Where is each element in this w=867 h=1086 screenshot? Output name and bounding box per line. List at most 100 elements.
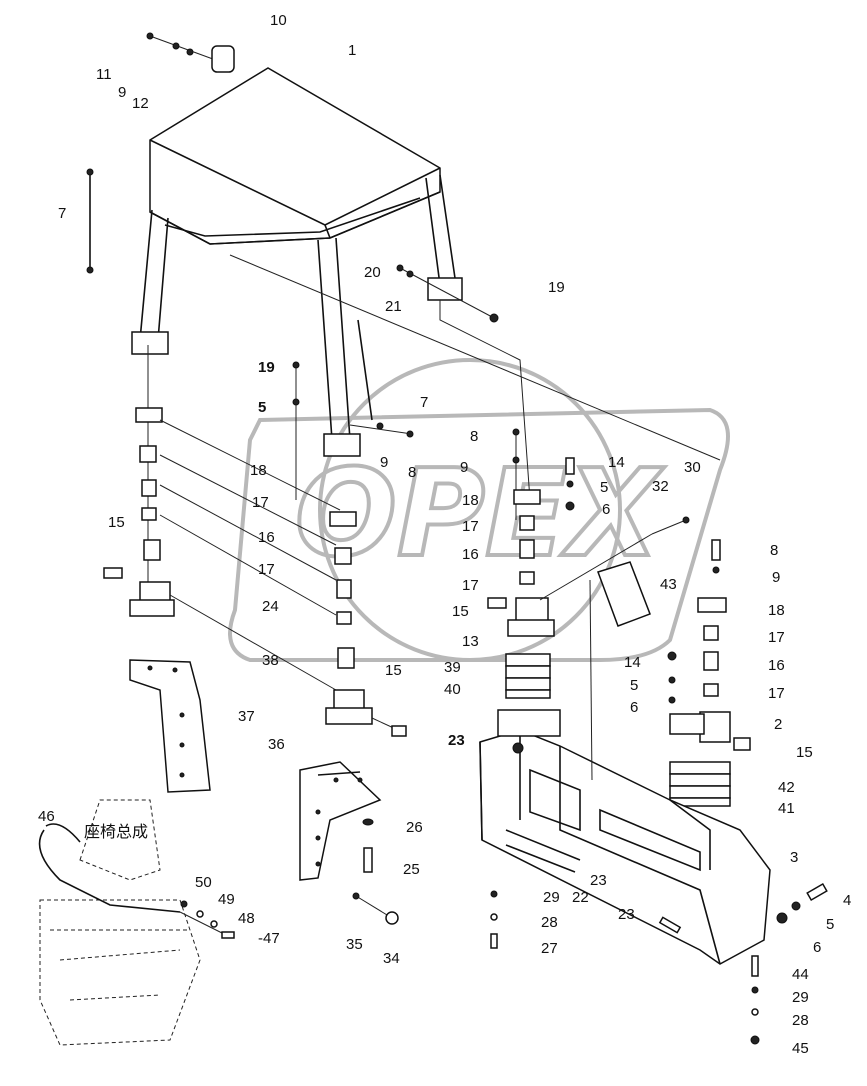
callout-c19b: 19 [258, 359, 275, 376]
callout-c4: 4 [843, 892, 851, 909]
callout-c32: 32 [652, 478, 669, 495]
callout-c17a: 17 [252, 494, 269, 511]
callout-c21: 21 [385, 298, 402, 315]
callout-c23b: 23 [590, 872, 607, 889]
callout-c43: 43 [660, 576, 677, 593]
cushion-block-41-42 [669, 761, 731, 807]
callout-c10: 10 [270, 12, 287, 29]
callout-c15a: 15 [108, 514, 125, 531]
callout-c8c: 8 [770, 542, 778, 559]
callout-c16b: 16 [462, 546, 479, 563]
watermark: OPEX [228, 358, 730, 662]
plate-43 [597, 561, 651, 627]
callout-c48: 48 [238, 910, 255, 927]
callout-c18b: 18 [462, 492, 479, 509]
bracket-37 [129, 659, 211, 793]
callout-c16c: 16 [768, 657, 785, 674]
callout-c5c: 5 [630, 677, 638, 694]
callout-c17f: 17 [768, 685, 785, 702]
middle-damper-stack [292, 361, 407, 737]
callout-c39: 39 [444, 659, 461, 676]
callout-c5a: 5 [258, 399, 266, 416]
top-bolt-set [146, 32, 235, 73]
callout-c18c: 18 [768, 602, 785, 619]
cushion-block-39-40 [505, 653, 551, 699]
callout-c18a: 18 [250, 462, 267, 479]
callout-c37: 37 [238, 708, 255, 725]
callout-c17b: 17 [462, 518, 479, 535]
right-damper-stack [667, 539, 751, 751]
base-bolts-right [750, 955, 760, 1045]
callout-c13: 13 [462, 633, 479, 650]
callout-c1: 1 [348, 42, 356, 59]
callout-c16a: 16 [258, 529, 275, 546]
callout-c38: 38 [262, 652, 279, 669]
callout-c42: 42 [778, 779, 795, 796]
callout-c12: 12 [132, 95, 149, 112]
callout-c8a: 8 [470, 428, 478, 445]
callout-c19a: 19 [548, 279, 565, 296]
callout-c7b: 7 [420, 394, 428, 411]
callout-c20: 20 [364, 264, 381, 281]
callout-c2: 2 [774, 716, 782, 733]
callout-c41: 41 [778, 800, 795, 817]
callout-c15b: 15 [452, 603, 469, 620]
bracket-36 [299, 761, 399, 925]
callout-c14a: 14 [608, 454, 625, 471]
callout-c5b: 5 [600, 479, 608, 496]
left-damper-stack [103, 345, 341, 691]
callout-c44: 44 [792, 966, 809, 983]
bolt-19-right [396, 264, 499, 323]
callout-c27: 27 [541, 940, 558, 957]
callout-c34: 34 [383, 950, 400, 967]
callout-c40: 40 [444, 681, 461, 698]
canopy-roof [131, 67, 721, 501]
center-damper-stack [487, 428, 690, 637]
callout-c30: 30 [684, 459, 701, 476]
callout-c5d: 5 [826, 916, 834, 933]
callout-c35: 35 [346, 936, 363, 953]
callout-c3: 3 [790, 849, 798, 866]
callout-c14b: 14 [624, 654, 641, 671]
rod-7-left [86, 168, 94, 274]
base-bolts-left [490, 890, 498, 949]
callout-c24: 24 [262, 598, 279, 615]
callout-c9d: 9 [772, 569, 780, 586]
callout-c28a: 28 [541, 914, 558, 931]
callout-c22: 22 [572, 889, 589, 906]
callout-c7a: 7 [58, 205, 66, 222]
callout-c6b: 6 [630, 699, 638, 716]
callout-c25: 25 [403, 861, 420, 878]
callout-c26: 26 [406, 819, 423, 836]
callout-c17c: 17 [258, 561, 275, 578]
assembly-note: 座椅总成 [84, 822, 148, 841]
callout-c49: 49 [218, 891, 235, 908]
seat-assembly [38, 799, 235, 1046]
callout-c8b: 8 [408, 464, 416, 481]
callout-c9c: 9 [460, 459, 468, 476]
callout-c45: 45 [792, 1040, 809, 1057]
rod-7-mid [349, 319, 414, 438]
side-bolts-4-5-6 [658, 883, 828, 934]
base-frame-3 [479, 579, 771, 965]
callout-c23a: 23 [448, 732, 465, 749]
callout-c11: 11 [96, 66, 112, 83]
callout-c29a: 29 [543, 889, 560, 906]
callout-c6c: 6 [813, 939, 821, 956]
callout-c36: 36 [268, 736, 285, 753]
callout-c50: 50 [195, 874, 212, 891]
callout-c47: -47 [258, 930, 280, 947]
callout-c29b: 29 [792, 989, 809, 1006]
callout-c9a: 9 [118, 84, 126, 101]
callout-c15d: 15 [796, 744, 813, 761]
callout-c9b: 9 [380, 454, 388, 471]
callout-c6a: 6 [602, 501, 610, 518]
callout-c17d: 17 [462, 577, 479, 594]
callout-c17e: 17 [768, 629, 785, 646]
callout-c15c: 15 [385, 662, 402, 679]
callout-c46: 46 [38, 808, 55, 825]
callout-c28b: 28 [792, 1012, 809, 1029]
callout-c23c: 23 [618, 906, 635, 923]
